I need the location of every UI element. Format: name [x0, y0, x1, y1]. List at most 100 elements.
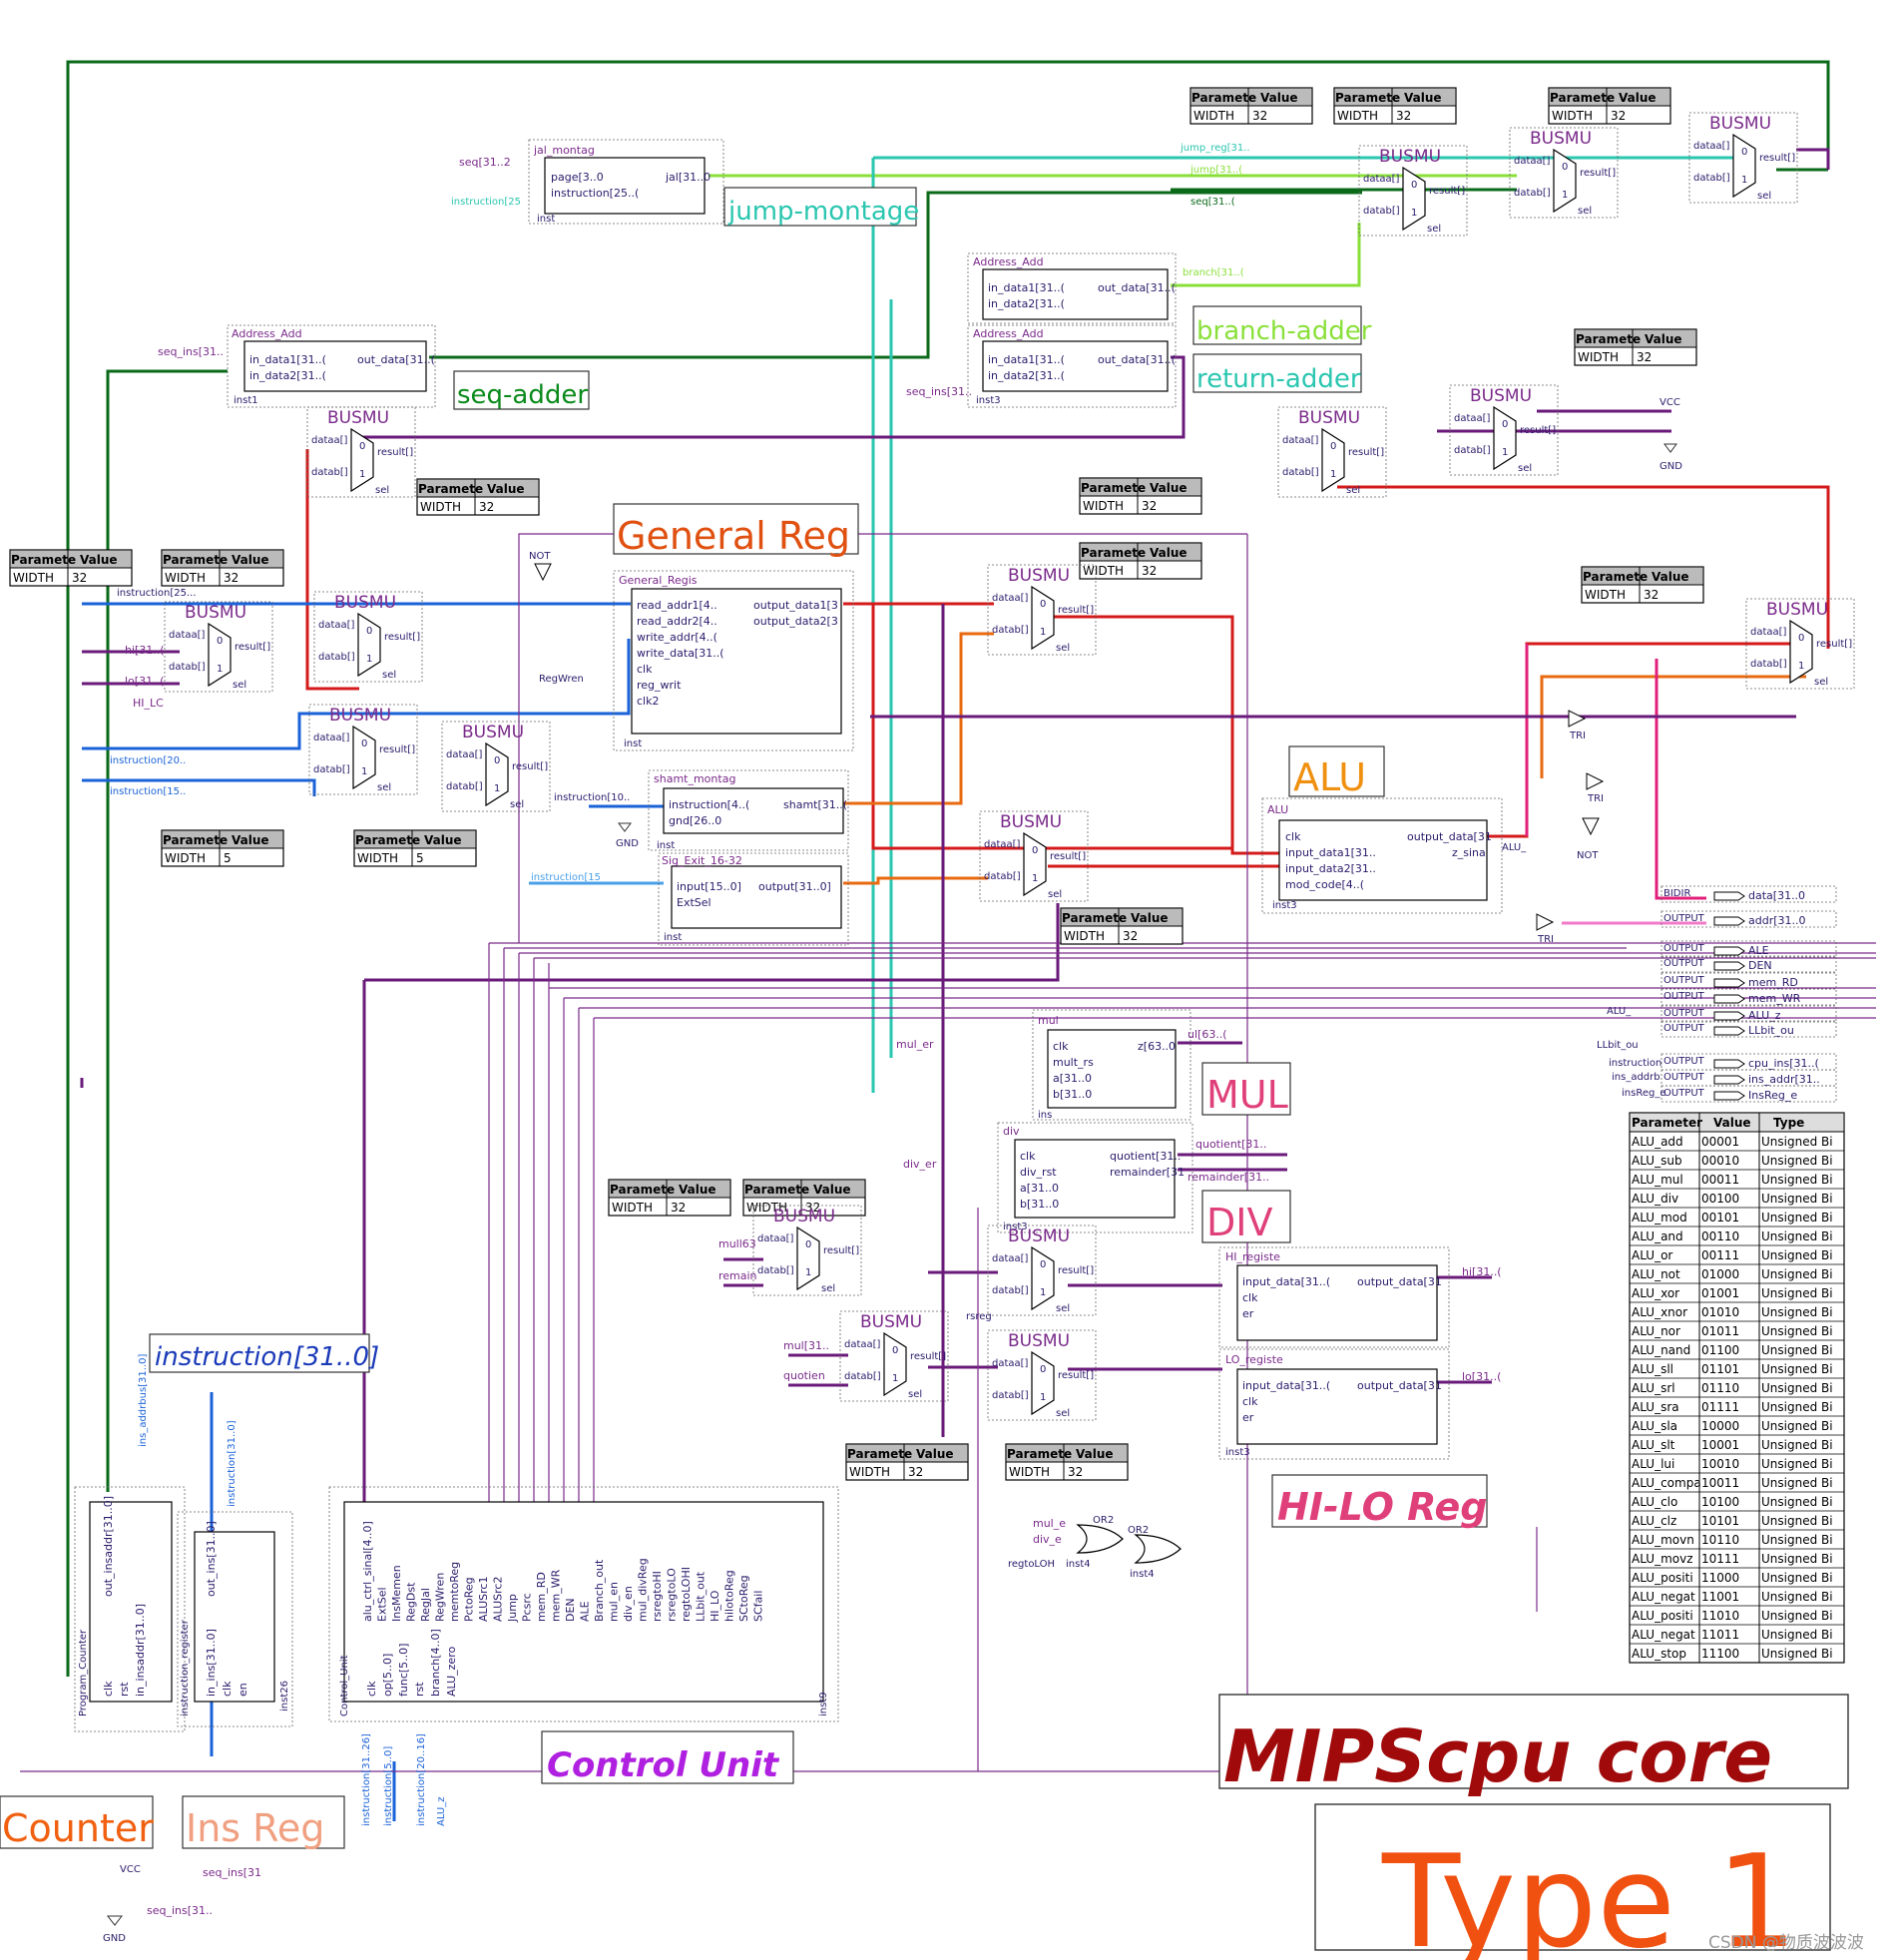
svg-text:in_insaddr[31..0]: in_insaddr[31..0]	[134, 1604, 147, 1697]
busmux-port: result[]	[1058, 1265, 1094, 1276]
alu-param-cell: Unsigned Bi	[1761, 1381, 1833, 1395]
label-seq: seq[31..(	[1190, 197, 1235, 208]
busmux-port: datab[]	[311, 467, 348, 478]
busmux-port: result[]	[1580, 168, 1616, 179]
shamt-montage-block[interactable]: shamt_montag instruction[4..( gnd[26..0 …	[648, 769, 849, 851]
control-output-port: ALE	[579, 1601, 592, 1622]
alu-param-cell: Unsigned Bi	[1761, 1476, 1833, 1490]
label-ins-addr: ins_addrb	[1612, 1072, 1661, 1083]
label-lo: lo[31..(	[125, 675, 164, 688]
param-cell: WIDTH	[165, 851, 206, 865]
label-instruction: instruction	[1609, 1058, 1661, 1069]
control-input-port: func[5..0]	[397, 1644, 410, 1697]
param-header: Value	[232, 553, 269, 567]
main-title: MIPScpu core	[1218, 1694, 1849, 1798]
alu-param-cell: 10110	[1701, 1533, 1739, 1547]
param-header: Value	[1645, 332, 1682, 346]
svg-text:z_sina: z_sina	[1452, 846, 1486, 859]
lo-register-block[interactable]: LO_registe input_data[31..( clk er outpu…	[1218, 1348, 1450, 1460]
svg-text:a[31..0: a[31..0	[1020, 1182, 1059, 1195]
control-output-port: RegJal	[419, 1588, 432, 1622]
alu-param-cell: ALU_positi	[1632, 1609, 1693, 1623]
sign-extend-block[interactable]: Sig_Exit_16-32 input[15..0] ExtSel outpu…	[658, 852, 849, 946]
busmux-label: BUSMU	[334, 593, 396, 613]
control-output-port: mem_WR	[550, 1569, 563, 1622]
svg-text:Program_Counter: Program_Counter	[78, 1629, 89, 1716]
busmux-label: BUSMU	[773, 1207, 835, 1226]
svg-text:1: 1	[1040, 627, 1046, 638]
busmux-port: dataa[]	[984, 839, 1021, 850]
alu-param-cell: 11011	[1701, 1628, 1739, 1642]
return-adder-block[interactable]: Address_Add in_data1[31..( in_data2[31..…	[967, 324, 1177, 408]
control-unit-block[interactable]: Control_Unit inst9	[328, 1486, 839, 1722]
or-gate-1: OR2 inst4	[1066, 1515, 1124, 1570]
hi-register-block[interactable]: HI_registe input_data[31..( clk er outpu…	[1218, 1246, 1450, 1348]
alu-block[interactable]: ALU clk input_data1[31.. input_data2[31.…	[1261, 797, 1503, 914]
general-register-block[interactable]: General_Regis read_addr1[4.. read_addr2[…	[613, 570, 854, 751]
busmux-port: result[]	[1759, 153, 1795, 164]
control-output-port: SCtoReg	[737, 1575, 750, 1622]
svg-text:clk2: clk2	[637, 695, 659, 708]
busmux-port: datab[]	[446, 781, 483, 792]
wire-purple-ctrl	[364, 903, 1060, 982]
jal-montage-block[interactable]: jal_montag page[3..0 instruction[25..( j…	[528, 139, 724, 225]
label-hi-out: hi[31..(	[1462, 1265, 1502, 1278]
alu-param-cell: Unsigned Bi	[1761, 1533, 1833, 1547]
param-header: Value	[232, 833, 269, 847]
mul-block[interactable]: mul clk mult_rs a[31..0 b[31..0 z[63..0 …	[1032, 1009, 1191, 1121]
alu-param-cell: 10101	[1701, 1514, 1739, 1528]
instruction-register-block[interactable]: instruction_register in_ins[31..0] clk e…	[177, 1511, 293, 1727]
control-output-port: HI_LO	[709, 1590, 721, 1622]
watermark: CSDN @物质波波波	[1708, 1933, 1864, 1953]
branch-adder-block[interactable]: Address_Add in_data1[31..( in_data2[31..…	[967, 252, 1177, 324]
counter-title: Counter	[0, 1795, 154, 1850]
div-block[interactable]: div clk div_rst a[31..0 b[31..0 quotient…	[997, 1122, 1193, 1233]
svg-text:clk: clk	[221, 1681, 234, 1697]
svg-text:NOT: NOT	[529, 551, 551, 562]
pin-label: cpu_ins[31..(	[1748, 1057, 1819, 1070]
busmux-label: BUSMU	[1008, 1331, 1070, 1351]
control-unit-title: Control Unit	[541, 1730, 794, 1785]
busmux-port: datab[]	[992, 1390, 1029, 1401]
param-cell: WIDTH	[612, 1201, 653, 1215]
alu-param-cell: ALU_clz	[1632, 1514, 1676, 1528]
busmux-port: result[]	[512, 761, 548, 772]
label-instr15: instruction[15..	[110, 786, 186, 797]
pin-label: ins_addr[31..	[1748, 1073, 1820, 1086]
busmux-port: dataa[]	[1750, 627, 1787, 638]
bottom-signal-label: instruction[5..0]	[383, 1746, 394, 1826]
seq-adder-block[interactable]: Address_Add in_data1[31..( in_data2[31..…	[227, 324, 436, 408]
program-counter-block[interactable]: Program_Counter clk rst in_insaddr[31..0…	[74, 1486, 186, 1732]
bottom-signal-label: instruction[20..16]	[416, 1733, 427, 1826]
busmux-port: result[]	[1058, 605, 1094, 616]
svg-text:shamt[31..(: shamt[31..(	[783, 798, 847, 811]
svg-text:1: 1	[805, 1267, 811, 1278]
svg-text:ExtSel: ExtSel	[677, 896, 712, 909]
busmux-port: sel	[1518, 463, 1532, 474]
svg-text:GND: GND	[1660, 461, 1682, 472]
busmux-port: dataa[]	[1282, 435, 1319, 446]
pin-tag: OUTPUT	[1663, 975, 1705, 986]
svg-text:inst4: inst4	[1130, 1569, 1155, 1580]
param-header: Value	[679, 1183, 716, 1197]
